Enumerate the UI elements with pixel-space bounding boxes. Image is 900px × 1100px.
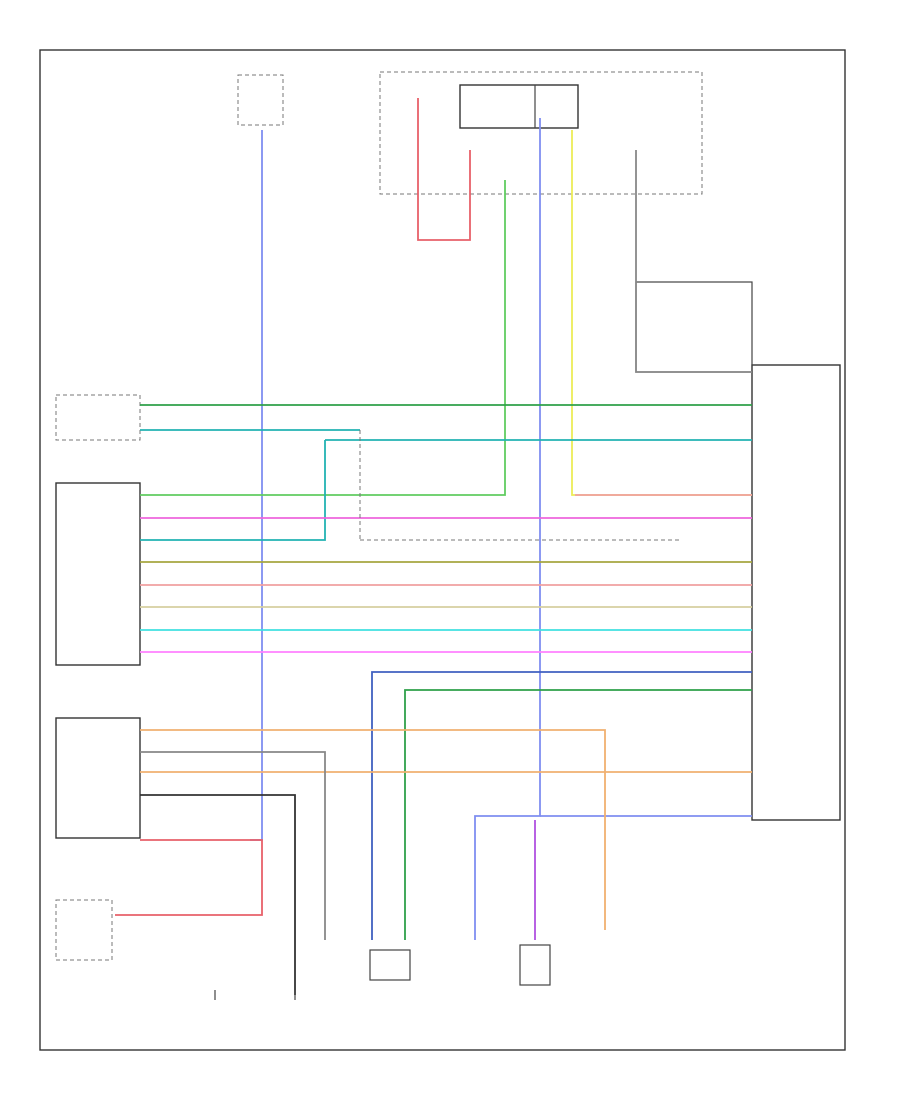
red-wire-2 (115, 839, 263, 916)
power-distribution-center (379, 71, 703, 195)
brake-switch-box (55, 899, 113, 961)
orange-wire (140, 729, 606, 930)
blue-wire-left (250, 130, 263, 841)
bus-teal-3 (140, 440, 326, 541)
transmission-solenoid-box (55, 482, 141, 666)
red-wire (417, 98, 471, 241)
green-wire (140, 180, 506, 496)
left-connector-top (55, 394, 141, 441)
park-neutral-switch-box (635, 281, 753, 373)
generator (519, 944, 551, 986)
diagram-frame (39, 49, 846, 1051)
fuse-box-left (237, 74, 284, 126)
relay-module (459, 84, 579, 129)
black-wire (140, 794, 296, 995)
darkgreen-wire-2 (404, 689, 752, 940)
blue-wire-relay (474, 118, 541, 940)
control-module-right (751, 364, 841, 821)
speed-sensor-output (369, 949, 411, 981)
navy-wire (371, 671, 752, 940)
gray-wire-right (635, 150, 752, 373)
input-sensor-box (55, 717, 141, 839)
gray-wire-2 (140, 751, 326, 940)
